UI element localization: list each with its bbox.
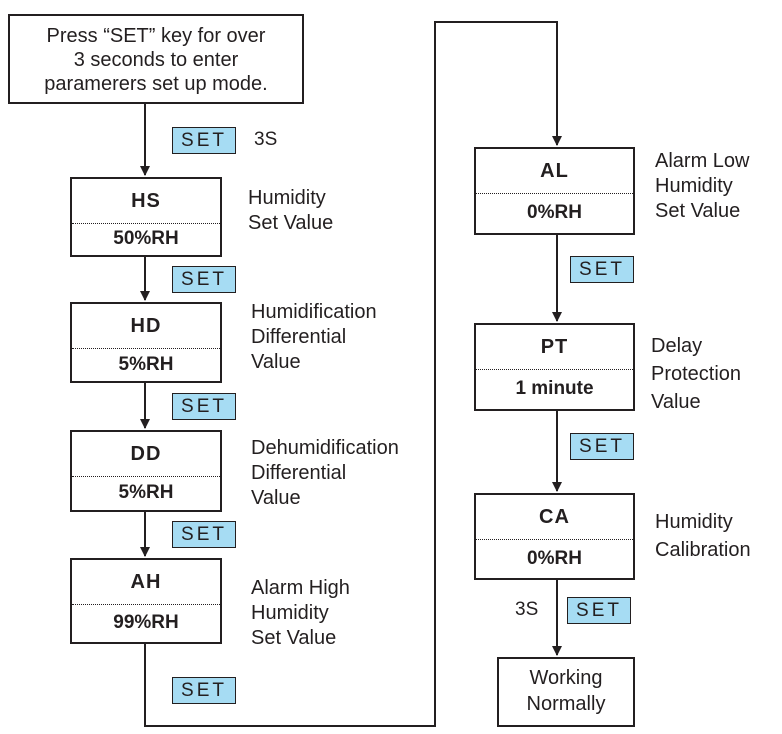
set-key: SET [570, 433, 634, 460]
dotted-divider [476, 193, 633, 194]
set-key: SET [567, 597, 631, 624]
description-line: Alarm High [251, 577, 350, 599]
dotted-divider [476, 539, 633, 540]
set-key: SET [172, 521, 236, 548]
parameter-value: 5%RH [118, 482, 174, 503]
parameter-box-al: AL 0%RH [474, 147, 635, 235]
parameter-code: AH [130, 570, 162, 593]
set-key-label: SET [181, 129, 227, 151]
description-line: Protection [651, 363, 742, 385]
parameter-box-pt: PT 1 minute [474, 323, 635, 411]
description-line: Alarm Low [655, 150, 750, 172]
dotted-divider [476, 369, 633, 370]
parameter-box-ah: AH 99%RH [70, 558, 222, 644]
set-key-label: SET [181, 523, 227, 545]
parameter-description: Delay Protection Value [651, 332, 741, 416]
parameter-value: 0%RH [527, 547, 582, 569]
description-line: Dehumidification [251, 437, 399, 459]
intro-line: 3 seconds to enter [73, 49, 239, 71]
dotted-divider [72, 604, 220, 605]
parameter-value: 99%RH [113, 612, 179, 633]
description-line: Humidity [251, 602, 329, 624]
set-key-label: SET [181, 268, 227, 290]
parameter-box-ca: CA 0%RH [474, 493, 635, 580]
description-line: Value [651, 391, 701, 413]
parameter-code: CA [539, 505, 570, 528]
set-key-label: SET [181, 395, 227, 417]
description-line: Differential [251, 326, 347, 348]
parameter-code: DD [130, 442, 162, 465]
arrow-ah-to-al [144, 21, 562, 727]
end-state-line: Normally [526, 693, 606, 715]
end-state-line: Working [529, 667, 603, 689]
dotted-divider [72, 223, 220, 224]
description-line: Set Value [655, 200, 741, 222]
parameter-box-hs: HS 50%RH [70, 177, 222, 257]
parameter-value: 0%RH [527, 202, 582, 223]
description-line: Humidification [251, 301, 377, 323]
set-key: SET [172, 266, 236, 293]
intro-line: paramerers set up mode. [44, 73, 268, 95]
parameter-description: Humidity Calibration [655, 508, 751, 564]
set-key: SET [172, 677, 236, 704]
parameter-description: Dehumidification Differential Value [251, 436, 399, 511]
parameter-description: Alarm High Humidity Set Value [251, 576, 350, 651]
parameter-value: 50%RH [113, 228, 179, 249]
parameter-value: 1 minute [515, 378, 594, 399]
description-line: Humidity [655, 511, 733, 533]
intro-line: Press “SET” key for over [46, 25, 266, 47]
set-key: SET [172, 127, 236, 154]
parameter-box-dd: DD 5%RH [70, 430, 222, 512]
description-line: Differential [251, 462, 347, 484]
description-line: Value [251, 351, 301, 373]
parameter-description: Humidity Set Value [248, 186, 333, 236]
set-key: SET [172, 393, 236, 420]
parameter-code: PT [540, 335, 569, 358]
intro-instruction-box: Press “SET” key for over 3 seconds to en… [8, 14, 304, 104]
description-line: Value [251, 487, 301, 509]
set-key-label: SET [579, 435, 625, 457]
set-key-label: SET [181, 679, 227, 701]
description-line: Delay [651, 335, 703, 357]
description-line: Humidity [655, 175, 733, 197]
parameter-box-hd: HD 5%RH [70, 302, 222, 383]
description-line: Set Value [248, 212, 334, 234]
set-key-label: SET [579, 258, 625, 280]
set-key-label: SET [576, 599, 622, 621]
parameter-code: HS [131, 189, 161, 212]
parameter-description: Humidification Differential Value [251, 300, 377, 375]
description-line: Humidity [248, 187, 326, 209]
parameter-code: AL [540, 159, 569, 182]
working-normally-box: Working Normally [497, 657, 635, 727]
description-line: Calibration [655, 539, 751, 561]
dotted-divider [72, 476, 220, 477]
description-line: Set Value [251, 627, 337, 649]
duration-label: 3S [254, 129, 278, 150]
parameter-description: Alarm Low Humidity Set Value [655, 149, 749, 224]
dotted-divider [72, 348, 220, 349]
parameter-code: HD [130, 314, 162, 337]
duration-label: 3S [515, 599, 539, 620]
set-key: SET [570, 256, 634, 283]
parameter-value: 5%RH [118, 353, 174, 375]
